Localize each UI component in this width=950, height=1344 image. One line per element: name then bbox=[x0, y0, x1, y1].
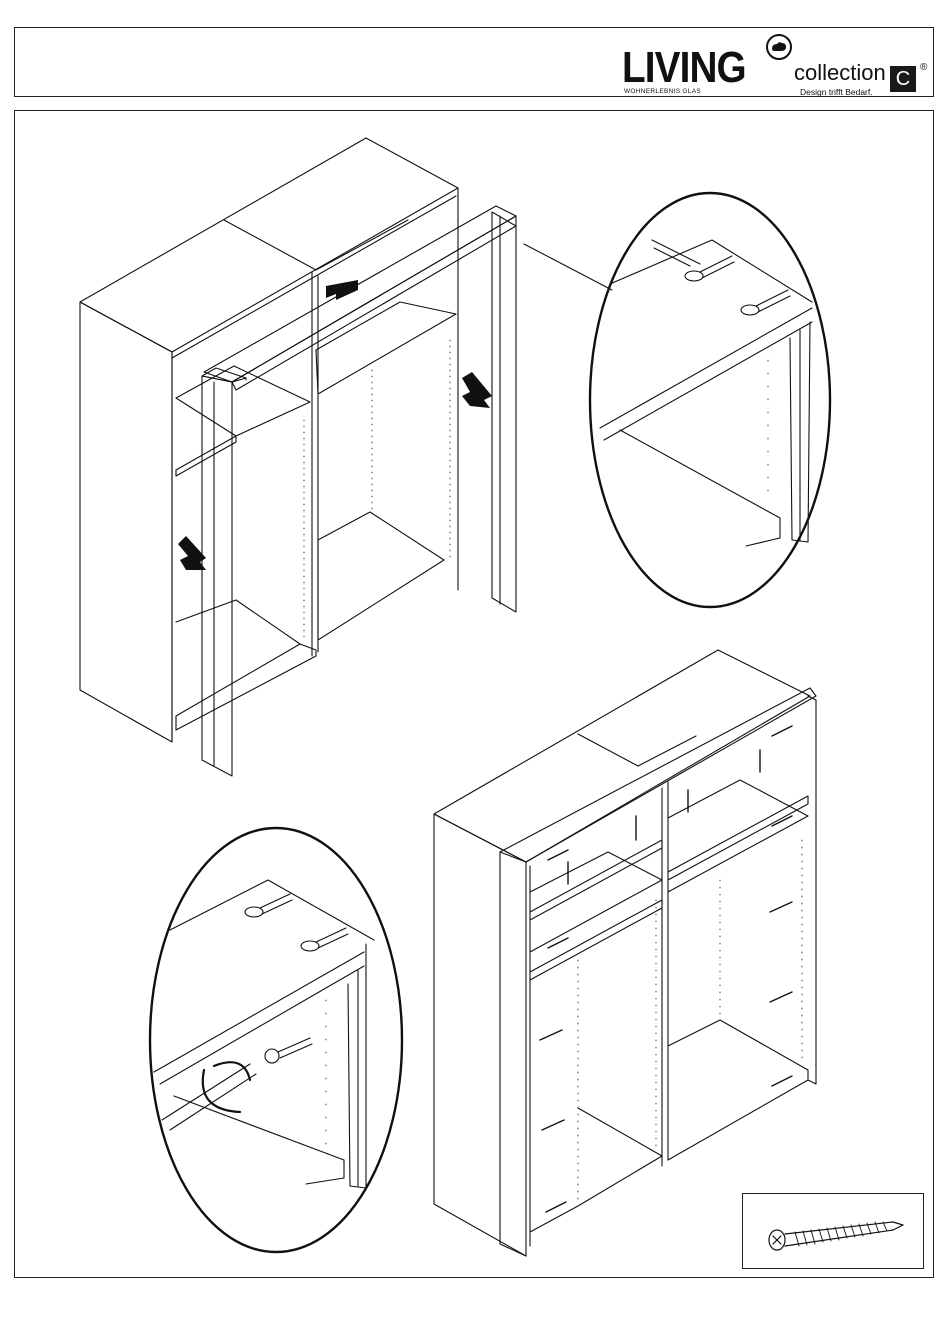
hardware-legend-box bbox=[742, 1193, 924, 1269]
screwdriver-icon bbox=[162, 1038, 312, 1130]
zoom-detail-top bbox=[590, 193, 830, 607]
zoom-detail-screwing bbox=[150, 828, 402, 1252]
screw-icon bbox=[685, 256, 790, 315]
cabinet-exploded-view bbox=[80, 138, 612, 776]
screw-icon bbox=[743, 1194, 925, 1270]
screw-icon bbox=[540, 726, 792, 1212]
screw-icon bbox=[245, 894, 348, 951]
cabinet-assembled-view bbox=[434, 650, 816, 1256]
arrow-icon bbox=[178, 280, 492, 570]
